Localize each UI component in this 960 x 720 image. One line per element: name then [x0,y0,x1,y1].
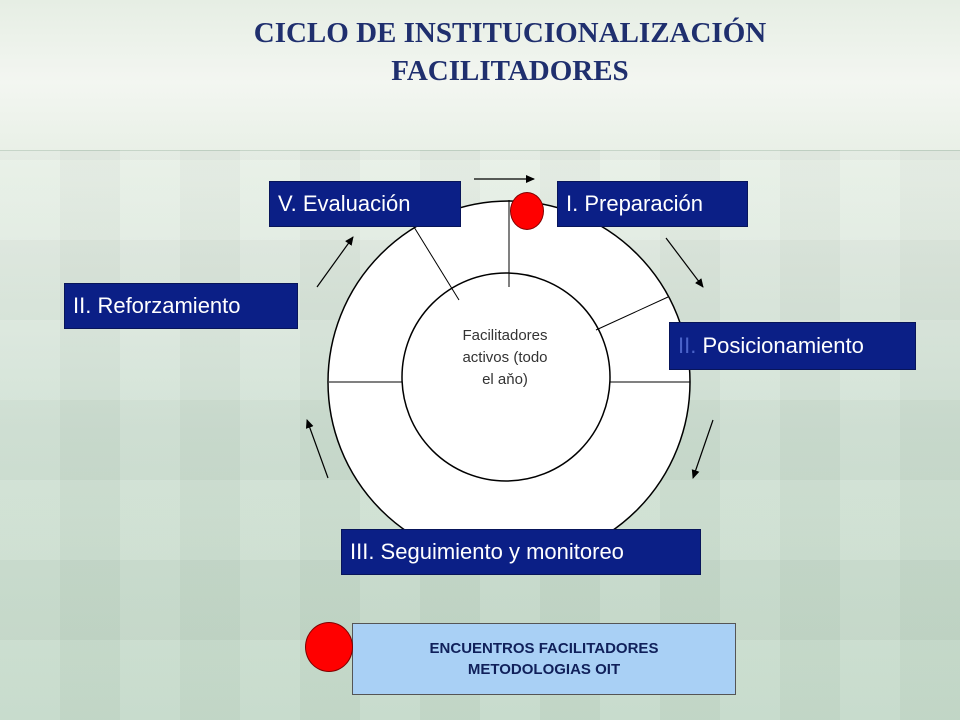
phase-reforzamiento: II. Reforzamiento [64,283,298,329]
posicionamiento-prefix: II. [678,333,697,358]
spoke-upper-left [413,226,460,301]
center-label: Facilitadores activos (todo el aňo) [430,325,580,391]
header-band [0,0,960,151]
legend-box: ENCUENTROS FACILITADORES METODOLOGIAS OI… [352,623,736,695]
inner-circle [401,272,611,482]
legend-line-1: ENCUENTROS FACILITADORES [429,640,659,657]
phase-seguimiento: III. Seguimiento y monitoreo [341,529,701,575]
arrow-right-down [691,419,714,479]
legend-red-dot-icon [305,622,353,672]
center-line-3: el aňo) [482,371,528,388]
phase-preparacion: I. Preparación [557,181,748,227]
title-line-2: FACILITADORES [391,55,629,87]
spoke-upper-right [595,296,669,331]
center-line-1: Facilitadores [462,327,548,344]
center-line-2: activos (todo [462,349,548,366]
legend-line-2: METODOLOGIAS OIT [467,661,621,678]
posicionamiento-label: Posicionamiento [696,333,864,358]
phase-posicionamiento: II. Posicionamiento [669,322,916,370]
title-line-1: CICLO DE INSTITUCIONALIZACIÓN [253,17,767,49]
arrow-upper-left [316,236,354,288]
page-title: CICLO DE INSTITUCIONALIZACIÓN FACILITADO… [230,14,790,90]
phase-evaluacion: V. Evaluación [269,181,461,227]
arrow-left-up [305,419,329,479]
red-dot-marker-icon [510,192,544,230]
arrow-upper-right [665,237,704,288]
